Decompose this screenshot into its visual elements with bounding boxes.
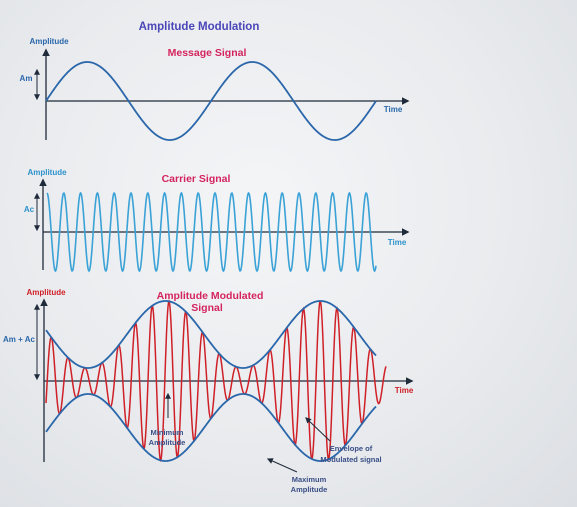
carrier-panel: Carrier Signal Amplitude Time Ac <box>24 168 410 273</box>
modulated-panel: Amplitude Modulated Signal Amplitude Tim… <box>3 288 414 494</box>
message-y-axis-label: Amplitude <box>29 37 69 46</box>
message-signal-title: Message Signal <box>168 47 247 59</box>
modulated-signal-title-line1: Amplitude Modulated <box>157 290 264 302</box>
envelope-arrow <box>305 417 331 442</box>
message-panel: Message Signal Amplitude Time Am <box>20 37 410 141</box>
modulated-amplitude-symbol: Am + Ac <box>3 335 35 344</box>
minimum-amplitude-label-line1: Minimum <box>151 428 184 437</box>
modulated-y-axis-label: Amplitude <box>26 288 66 297</box>
message-x-axis-label: Time <box>384 105 403 114</box>
envelope-lower <box>45 393 377 462</box>
carrier-x-axis-label: Time <box>388 238 407 247</box>
envelope-upper <box>45 300 377 369</box>
message-wave <box>45 61 377 141</box>
modulated-signal-title-line2: Signal <box>191 302 223 314</box>
maximum-amplitude-arrow <box>266 458 298 473</box>
carrier-signal-title: Carrier Signal <box>162 173 231 185</box>
carrier-amplitude-symbol: Ac <box>24 205 35 214</box>
carrier-wave <box>46 191 377 273</box>
maximum-amplitude-label-line1: Maximum <box>292 475 327 484</box>
carrier-y-axis-label: Amplitude <box>27 168 67 177</box>
minimum-amplitude-label-line2: Amplitude <box>149 438 186 447</box>
modulated-x-axis-label: Time <box>395 386 414 395</box>
envelope-label-line2: Modulated signal <box>320 455 381 464</box>
diagram-title: Amplitude Modulation <box>139 21 260 33</box>
envelope-label-line1: Envelope of <box>330 444 373 453</box>
message-amplitude-symbol: Am <box>20 74 33 83</box>
maximum-amplitude-label-line2: Amplitude <box>291 485 328 494</box>
